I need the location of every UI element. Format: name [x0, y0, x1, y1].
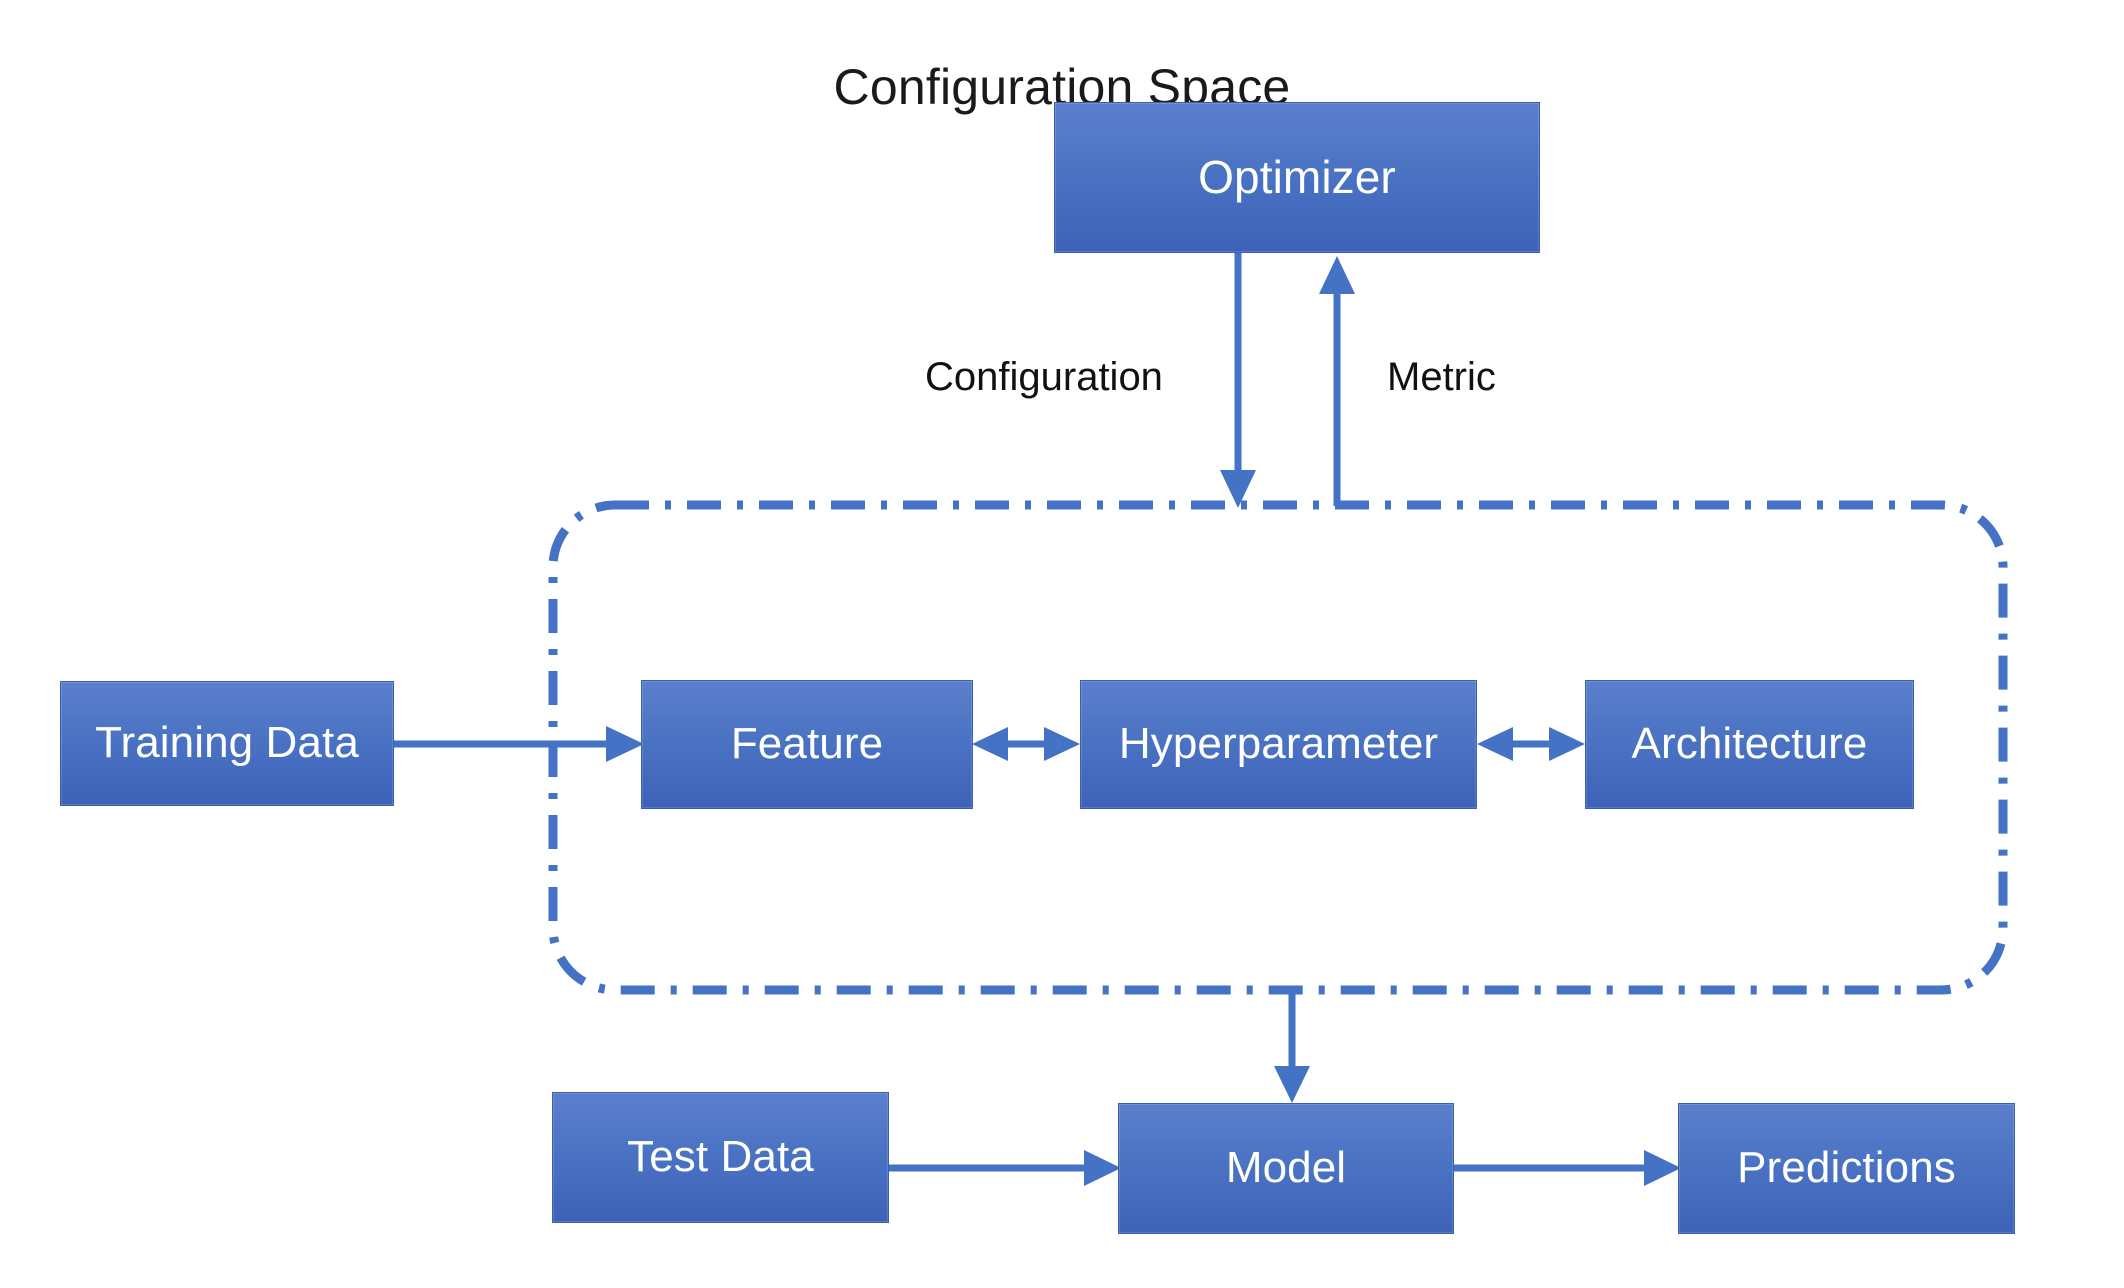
- node-predictions-label: Predictions: [1737, 1143, 1956, 1193]
- node-feature[interactable]: Feature: [641, 680, 973, 809]
- configuration-space-container: [548, 500, 2008, 995]
- node-model-label: Model: [1225, 1143, 1347, 1193]
- configuration-space-border: [548, 500, 2008, 995]
- node-architecture[interactable]: Architecture: [1585, 680, 1914, 809]
- node-training-data-label: Training Data: [95, 718, 359, 768]
- node-predictions[interactable]: Predictions: [1678, 1103, 2015, 1234]
- arrow-metric: [1319, 256, 1355, 506]
- edge-label-metric: Metric: [1387, 355, 1496, 399]
- node-model[interactable]: Model: [1118, 1103, 1454, 1234]
- node-feature-label: Feature: [730, 719, 884, 769]
- node-test-data[interactable]: Test Data: [552, 1092, 889, 1223]
- edge-label-configuration: Configuration: [925, 355, 1163, 399]
- arrow-configuration: [1220, 253, 1256, 508]
- node-architecture-label: Architecture: [1631, 719, 1868, 769]
- node-training-data[interactable]: Training Data: [60, 681, 394, 806]
- node-optimizer[interactable]: Optimizer: [1054, 102, 1540, 253]
- node-test-data-label: Test Data: [627, 1132, 814, 1182]
- arrow-test-data-to-model: [889, 1150, 1121, 1186]
- arrow-model-to-predictions: [1454, 1150, 1681, 1186]
- dash-dot-rounded-rect: [548, 500, 2008, 995]
- arrow-configuration-space-to-model: [1274, 990, 1310, 1103]
- node-hyperparameter-label: Hyperparameter: [1118, 719, 1439, 769]
- node-optimizer-label: Optimizer: [1198, 151, 1396, 204]
- node-hyperparameter[interactable]: Hyperparameter: [1080, 680, 1477, 809]
